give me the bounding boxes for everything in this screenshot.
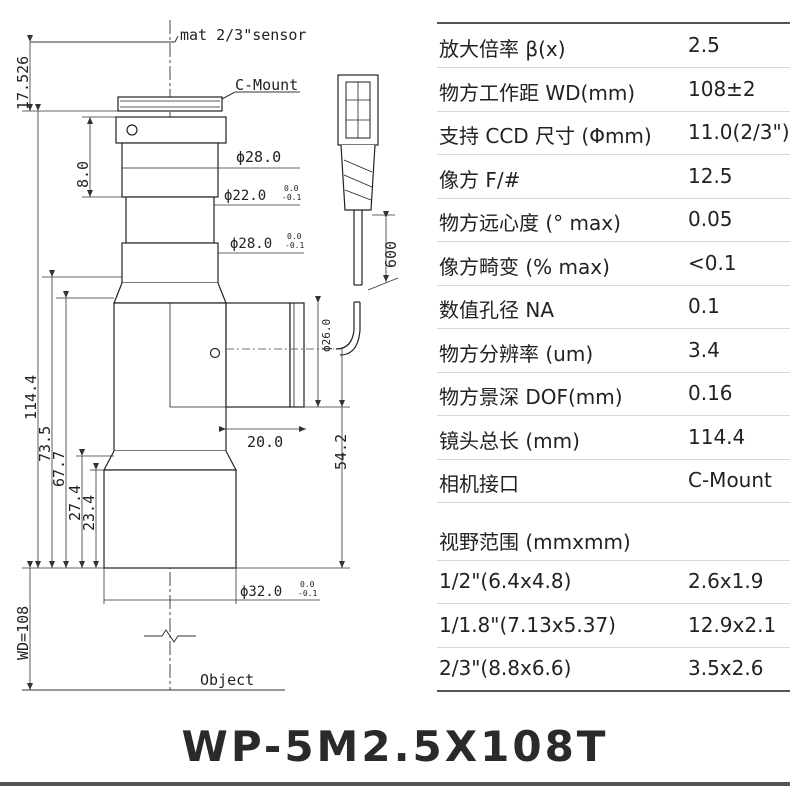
- spec-value: 2.5: [688, 33, 720, 57]
- fov-sensor: 1/2"(6.4x4.8): [439, 569, 572, 593]
- spec-key: 物方分辨率 (um): [439, 341, 594, 366]
- spec-row: 像方畸变 (% max) <0.1: [437, 242, 790, 286]
- spec-row: 物方景深 DOF(mm) 0.16: [437, 372, 790, 416]
- spec-value: <0.1: [688, 250, 737, 275]
- fov-value: 2.6x1.9: [688, 569, 764, 593]
- light-port: [225, 302, 291, 408]
- spec-key: 相机接口: [439, 472, 519, 496]
- spec-value: 3.4: [688, 337, 720, 362]
- spec-table-top-rule: [437, 22, 790, 24]
- fov-header: 视野范围 (mmxmm): [437, 517, 790, 561]
- fov-row: 2/3"(8.8x6.6) 3.5x2.6: [437, 647, 790, 691]
- spec-value: 114.4: [688, 424, 746, 449]
- spec-key: 镜头总长 (mm): [439, 428, 580, 453]
- dia-28-upper: ϕ28.0: [236, 148, 281, 166]
- tol-22-upper: 0.0: [284, 184, 299, 193]
- connector-icon: [337, 74, 379, 286]
- spec-row: 放大倍率 β(x) 2.5: [437, 24, 790, 68]
- cable-length: 600: [382, 241, 400, 268]
- dia-26: ϕ26.0: [320, 319, 333, 352]
- spec-value: 108±2: [688, 76, 756, 101]
- fov-row: 1/1.8"(7.13x5.37) 12.9x2.1: [437, 604, 790, 648]
- spec-row: 镜头总长 (mm) 114.4: [437, 416, 790, 460]
- tol-28-upper: 0.0: [287, 232, 302, 241]
- fov-sensor: 1/1.8"(7.13x5.37): [439, 612, 616, 637]
- fov-row: 1/2"(6.4x4.8) 2.6x1.9: [437, 560, 790, 604]
- c-mount-flange: [117, 96, 223, 112]
- spec-key: 放大倍率 β(x): [439, 37, 566, 61]
- dim-23-4: 23.4: [80, 495, 98, 531]
- port-cable: [335, 302, 355, 350]
- spec-key: 物方景深 DOF(mm): [439, 385, 623, 409]
- spec-row: 物方工作距 WD(mm) 108±2: [437, 68, 790, 112]
- spec-key: 像方 F/#: [439, 167, 521, 192]
- tol-28-lower: -0.1: [285, 241, 304, 250]
- upper-barrel: [121, 142, 219, 198]
- spec-row: 数值孔径 NA 0.1: [437, 285, 790, 329]
- lens-drawing: mat 2/3"sensor C-Mount: [14, 20, 400, 691]
- dim-54-2: 54.2: [332, 434, 350, 470]
- break-mark: [144, 629, 196, 643]
- fov-value: 12.9x2.1: [688, 612, 777, 637]
- dim-27-4: 27.4: [66, 485, 84, 521]
- dia-22: ϕ22.0: [224, 188, 266, 204]
- tol-32-upper: 0.0: [300, 580, 315, 589]
- dia-28-mid: ϕ28.0: [230, 236, 272, 252]
- spec-key: 物方工作距 WD(mm): [439, 80, 636, 105]
- spec-table-bottom-rule: [437, 689, 790, 692]
- neck: [125, 196, 215, 244]
- dim-8-0: 8.0: [74, 161, 92, 188]
- spec-value: C-Mount: [688, 468, 772, 492]
- spec-value: 0.05: [688, 207, 733, 231]
- tol-32-lower: -0.1: [298, 589, 317, 598]
- dim-73-5: 73.5: [36, 426, 54, 462]
- dim-67-7: 67.7: [50, 451, 68, 487]
- spec-row: 物方分辨率 (um) 3.4: [437, 329, 790, 373]
- body-screw: [209, 347, 221, 359]
- spec-key: 像方畸变 (% max): [439, 254, 610, 279]
- front-barrel: [103, 469, 237, 569]
- sensor-label: mat 2/3"sensor: [180, 26, 306, 44]
- taper: [113, 282, 227, 304]
- mount-label: C-Mount: [235, 76, 298, 94]
- spec-value: 0.16: [688, 381, 733, 405]
- spec-value: 0.1: [688, 294, 720, 318]
- dim-20-0: 20.0: [247, 433, 283, 451]
- tol-22-lower: -0.1: [282, 193, 301, 202]
- dim-wd: WD=108: [14, 606, 32, 660]
- dim-17-526: 17.526: [14, 56, 32, 110]
- spec-value: 12.5: [688, 163, 733, 188]
- fov-value: 3.5x2.6: [688, 656, 764, 680]
- object-label: Object: [200, 671, 254, 689]
- set-screw: [126, 124, 138, 136]
- spec-value: 11.0(2/3"): [688, 120, 790, 144]
- dim-114-4: 114.4: [22, 375, 40, 420]
- spec-key: 物方远心度 (° max): [439, 211, 621, 235]
- fov-sensor: 2/3"(8.8x6.6): [439, 656, 572, 680]
- spec-row: 支持 CCD 尺寸 (Φmm) 11.0(2/3"): [437, 111, 790, 155]
- spec-row: 物方远心度 (° max) 0.05: [437, 198, 790, 242]
- spec-row: 像方 F/# 12.5: [437, 155, 790, 199]
- model-title: WP-5M2.5X108T: [181, 722, 609, 771]
- fov-header-label: 视野范围 (mmxmm): [439, 529, 631, 554]
- dia-32: ϕ32.0: [240, 584, 282, 600]
- spec-key: 数值孔径 NA: [439, 298, 554, 322]
- spec-row: 相机接口 C-Mount: [437, 459, 790, 503]
- mid-barrel: [121, 242, 219, 284]
- spec-key: 支持 CCD 尺寸 (Φmm): [439, 124, 652, 148]
- bottom-rule: [0, 782, 790, 786]
